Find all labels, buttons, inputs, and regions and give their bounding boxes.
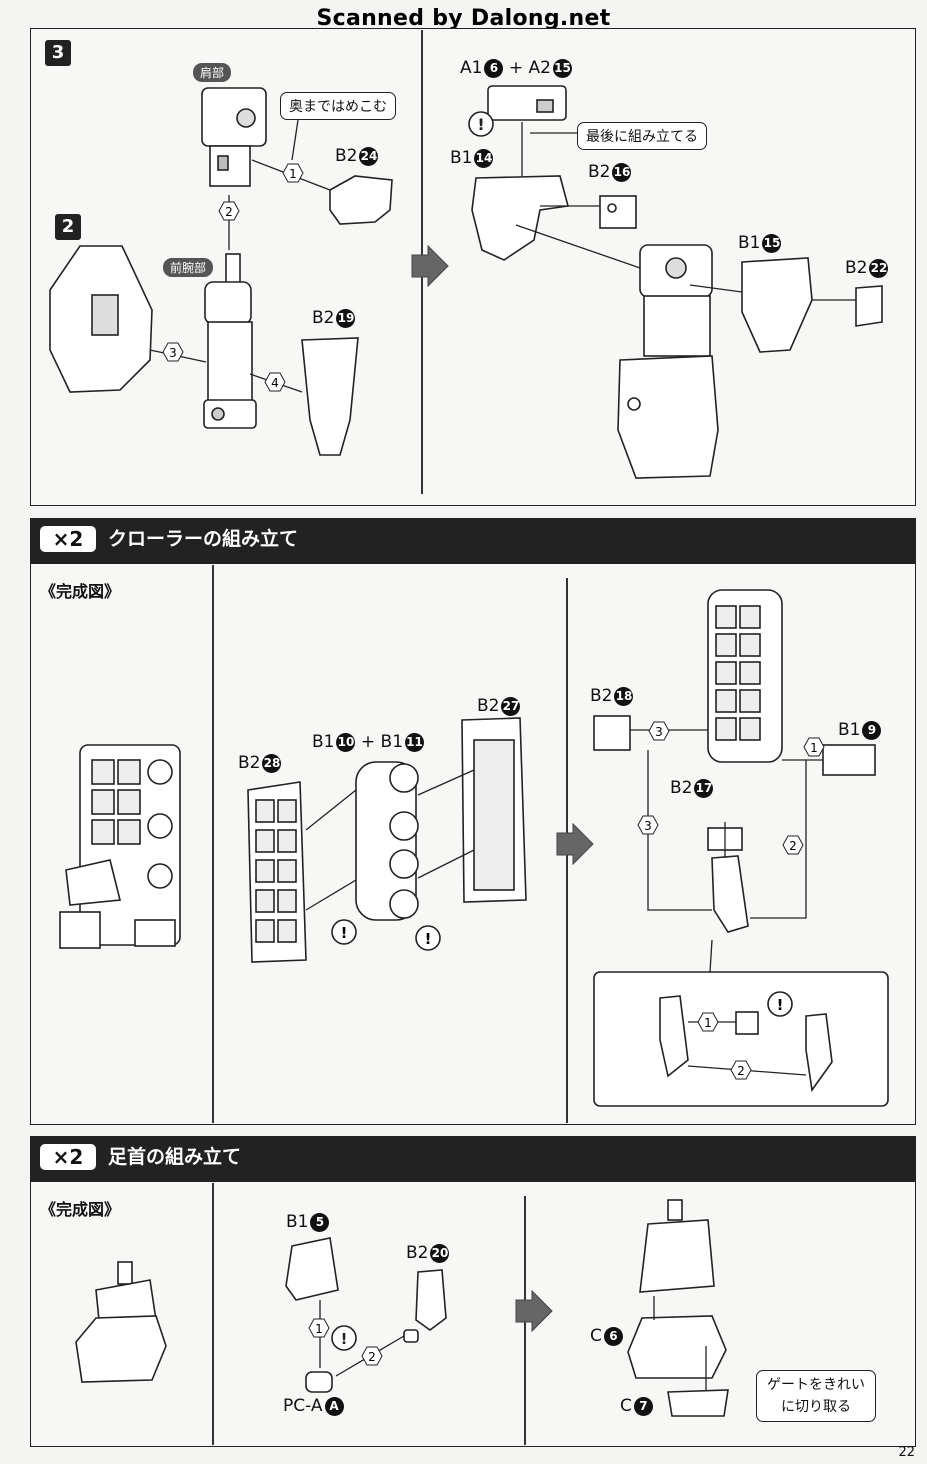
callout-cut-gate-line1: ゲートをきれい (767, 1377, 865, 1393)
ankle-header: ×2 足首の組み立て (30, 1136, 916, 1182)
callout-push-fully: 奥まではめこむ (280, 92, 396, 120)
svg-text:1: 1 (315, 1322, 323, 1336)
svg-text:4: 4 (271, 376, 279, 390)
ankle-multiplier: ×2 (40, 1144, 96, 1170)
watermark: Scanned by Dalong.net (316, 6, 611, 31)
svg-text:!: ! (477, 115, 484, 134)
callout-cut-gate-line2: に切り取る (781, 1399, 851, 1415)
ankle-complete-label: 《完成図》 (40, 1200, 121, 1219)
ankle-title: 足首の組み立て (108, 1146, 242, 1168)
ankle-divider-1 (212, 1183, 214, 1445)
svg-text:3: 3 (655, 725, 663, 739)
svg-text:3: 3 (644, 819, 652, 833)
crawler-multiplier: ×2 (40, 526, 96, 552)
svg-text:2: 2 (225, 205, 233, 219)
callout-cut-gate: ゲートをきれい に切り取る (756, 1370, 876, 1422)
svg-text:1: 1 (704, 1016, 712, 1030)
sub-step-number: 2 (55, 214, 81, 240)
crawler-divider-1 (212, 565, 214, 1123)
svg-text:!: ! (341, 924, 348, 942)
svg-text:!: ! (425, 930, 432, 948)
svg-text:1: 1 (810, 741, 818, 755)
step3-illustration: 1 2 3 4 ! (49, 85, 883, 479)
crawler-illustration: 3 1 3 2 1 2 ! ! ! (59, 589, 889, 1107)
page-number: 22 (898, 1445, 915, 1460)
svg-text:2: 2 (737, 1064, 745, 1078)
crawler-header: ×2 クローラーの組み立て (30, 518, 916, 564)
order-mark-1: 1 (289, 167, 297, 181)
shoulder-tag: 肩部 (193, 63, 232, 82)
svg-text:3: 3 (169, 346, 177, 360)
svg-text:!: ! (777, 996, 784, 1014)
step-number: 3 (45, 40, 71, 66)
callout-assemble-last: 最後に組み立てる (577, 122, 707, 150)
svg-text:!: ! (341, 1330, 348, 1348)
svg-text:2: 2 (368, 1350, 376, 1364)
svg-text:2: 2 (789, 839, 797, 853)
crawler-title: クローラーの組み立て (108, 528, 299, 550)
crawler-complete-label: 《完成図》 (40, 582, 121, 601)
forearm-tag: 前腕部 (163, 258, 214, 277)
